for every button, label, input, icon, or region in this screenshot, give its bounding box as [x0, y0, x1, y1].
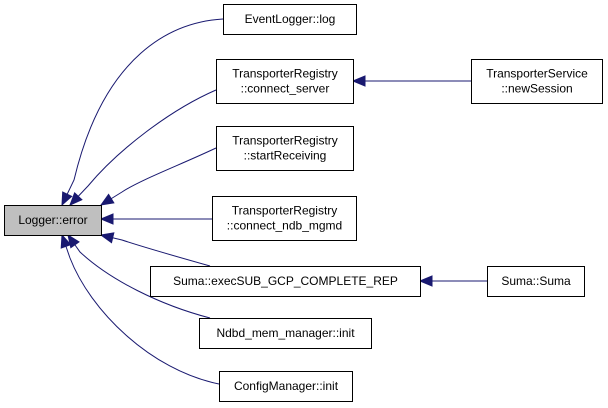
node-label: ::startReceiving	[244, 149, 327, 163]
node-label: ::newSession	[501, 82, 572, 96]
call-edges	[60, 18, 487, 385]
node-label: Ndbd_mem_manager::init	[216, 326, 355, 340]
node-box[interactable]	[199, 318, 372, 349]
node-label: TransporterService	[486, 67, 588, 81]
edge-line	[61, 234, 220, 385]
node-configmanager-init[interactable]: ConfigManager::init	[219, 371, 353, 402]
node-ts-newsession[interactable]: TransporterService::newSession	[471, 59, 603, 104]
node-box[interactable]	[471, 59, 603, 104]
edge-suma_suma-to-suma_execsub	[418, 275, 487, 287]
node-label: Suma::Suma	[501, 274, 571, 288]
call-nodes: Logger::error EventLogger::logTransporter…	[4, 4, 603, 402]
arrowhead-icon	[99, 213, 114, 225]
edge-ts_newsession-to-tr_connect_server	[351, 75, 471, 87]
node-box[interactable]	[219, 371, 353, 402]
node-suma-suma[interactable]: Suma::Suma	[487, 266, 585, 297]
node-suma-execsub[interactable]: Suma::execSUB_GCP_COMPLETE_REP	[150, 266, 421, 297]
node-label: ConfigManager::init	[234, 379, 339, 393]
edge-line	[67, 234, 211, 319]
arrowhead-icon	[67, 233, 80, 249]
node-tr-startreceiving[interactable]: TransporterRegistry::startReceiving	[216, 126, 354, 171]
arrowhead-icon	[60, 233, 72, 249]
node-box[interactable]	[216, 126, 354, 171]
edge-tr_connect_ndb_mgmd-to-logger_error	[99, 213, 212, 225]
node-label: ::connect_server	[241, 82, 330, 96]
node-box[interactable]	[223, 4, 357, 35]
arrowhead-icon	[61, 191, 73, 207]
node-box[interactable]	[150, 266, 421, 297]
arrowhead-icon	[99, 232, 115, 244]
edge-suma_execsub-to-logger_error	[99, 232, 211, 267]
node-tr-connect-server[interactable]: TransporterRegistry::connect_server	[216, 59, 354, 104]
edge-tr_connect_server-to-logger_error	[69, 89, 217, 206]
node-label: TransporterRegistry	[232, 204, 338, 218]
node-ndbd-mem-init[interactable]: Ndbd_mem_manager::init	[199, 318, 372, 349]
node-label: TransporterRegistry	[232, 67, 338, 81]
node-box[interactable]	[4, 205, 102, 236]
edge-line	[61, 18, 224, 206]
edge-tr_startreceiving-to-logger_error	[99, 147, 217, 206]
arrowhead-icon	[351, 75, 366, 87]
node-box[interactable]	[212, 196, 357, 241]
arrowhead-icon	[69, 191, 83, 206]
edge-line	[100, 234, 211, 267]
node-label: Logger::error	[18, 213, 87, 227]
node-label: TransporterRegistry	[232, 134, 338, 148]
node-box[interactable]	[487, 266, 585, 297]
node-eventlogger-log[interactable]: EventLogger::log	[223, 4, 357, 35]
edge-eventlogger_log-to-logger_error	[61, 18, 224, 207]
node-label: Suma::execSUB_GCP_COMPLETE_REP	[173, 274, 398, 288]
node-tr-connect-ndb-mgmd[interactable]: TransporterRegistry::connect_ndb_mgmd	[212, 196, 357, 241]
edge-line	[69, 89, 217, 206]
arrowhead-icon	[99, 193, 115, 206]
node-box[interactable]	[216, 59, 354, 104]
edge-line	[100, 147, 217, 206]
arrowhead-icon	[418, 275, 433, 287]
node-label: EventLogger::log	[245, 12, 336, 26]
node-logger-error[interactable]: Logger::error	[4, 205, 102, 236]
node-label: ::connect_ndb_mgmd	[227, 219, 342, 233]
edge-configmanager_init-to-logger_error	[60, 233, 220, 385]
